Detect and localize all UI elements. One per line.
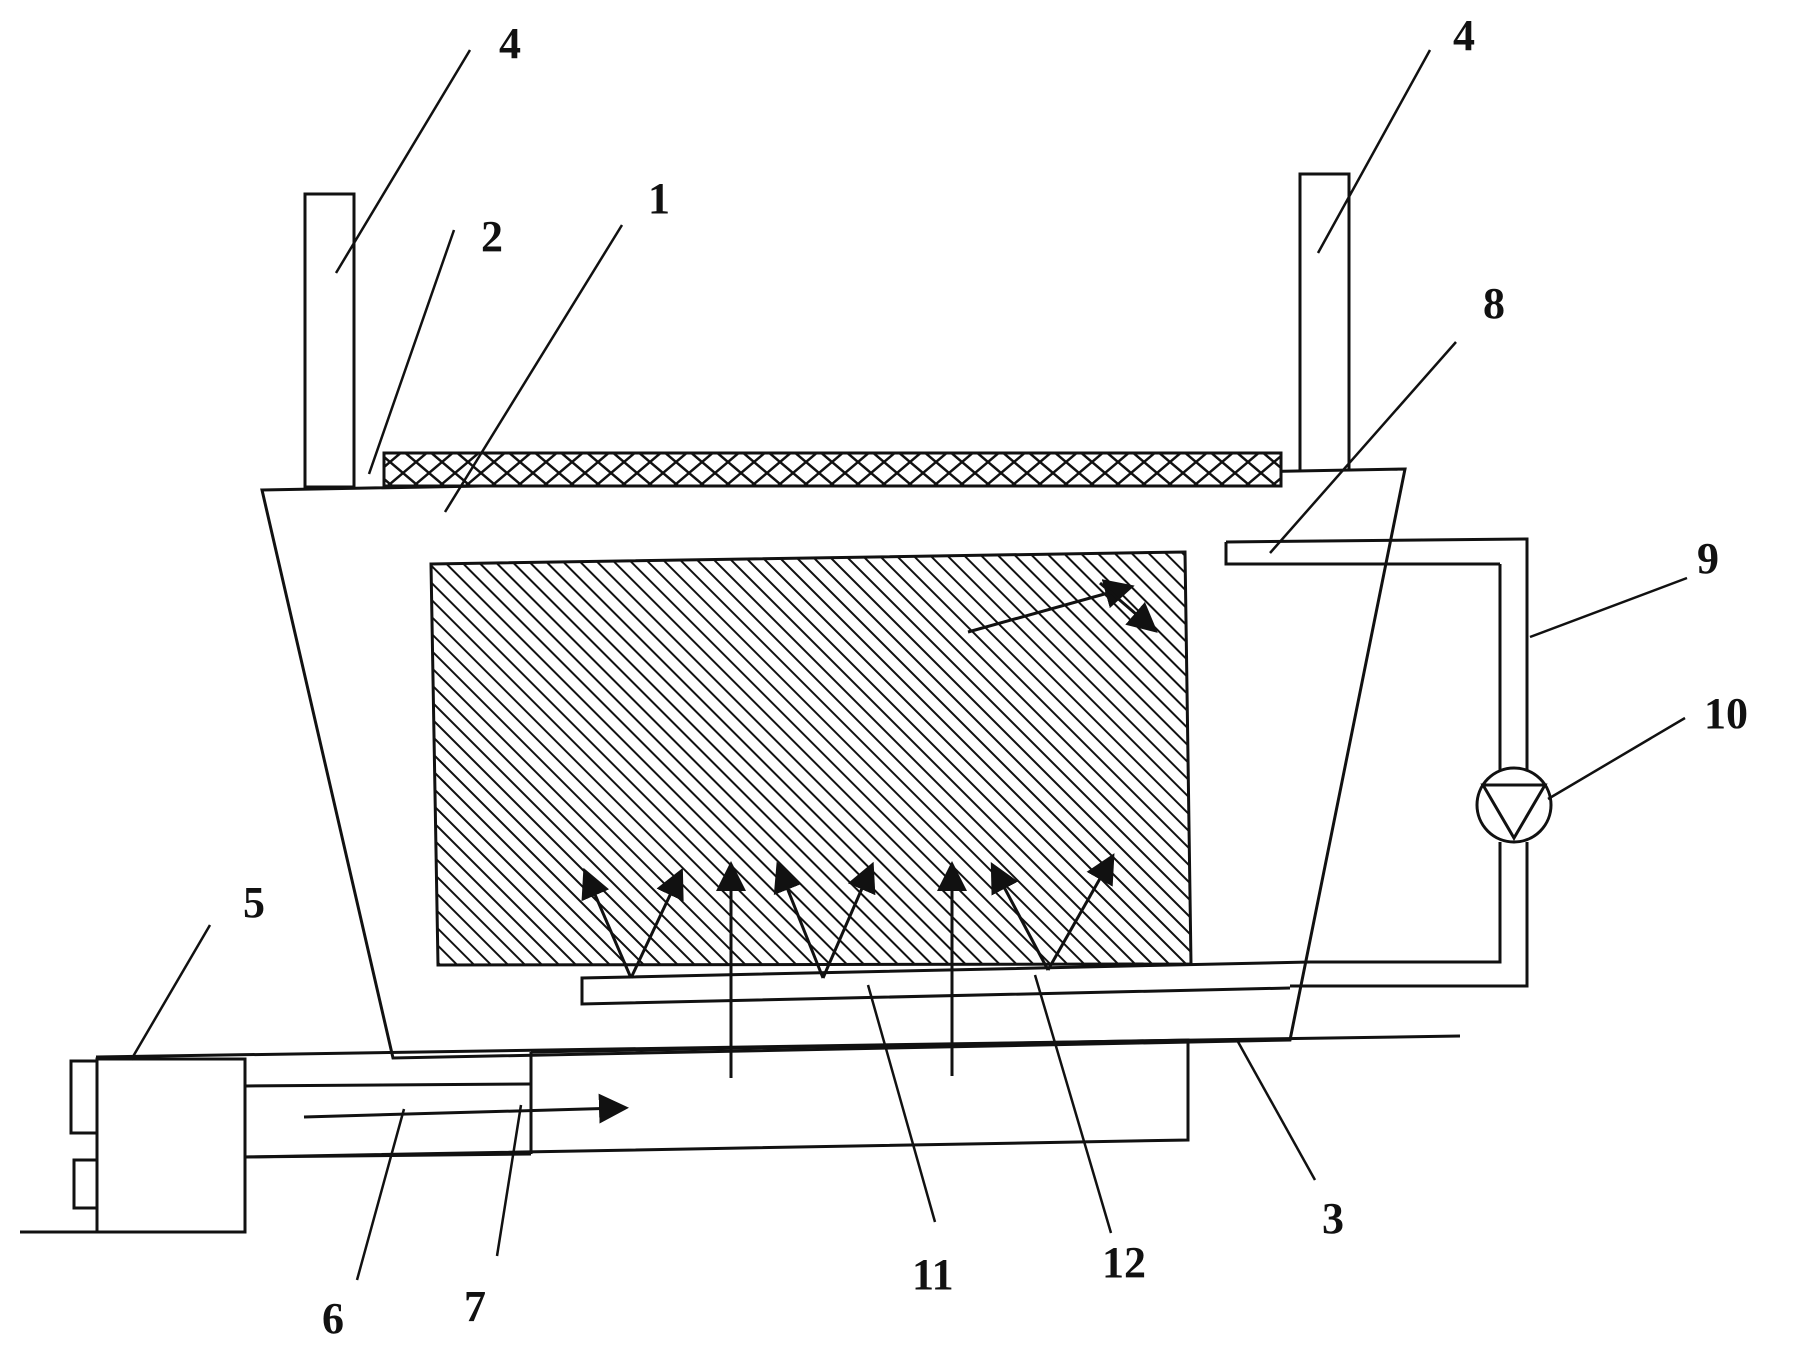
label-8: 8 — [1483, 279, 1505, 328]
return-pipe-inner — [1310, 842, 1502, 964]
label-10: 10 — [1704, 689, 1748, 738]
label-5: 5 — [243, 878, 265, 927]
return-pipe-outer — [1290, 842, 1529, 988]
label-3: 3 — [1322, 1194, 1344, 1243]
top-cover-strip — [382, 451, 1283, 488]
label-4-left: 4 — [499, 19, 521, 68]
hatched-core-block — [429, 550, 1193, 967]
pump-triangle — [1480, 783, 1548, 841]
label-1: 1 — [648, 174, 670, 223]
label-12: 12 — [1102, 1238, 1146, 1287]
inlet-pipe-nozzle — [1224, 542, 1500, 566]
lower-chamber — [243, 1038, 1190, 1159]
label-4-right: 4 — [1453, 11, 1475, 60]
heater-block — [95, 1057, 247, 1234]
distributor-pipe — [580, 960, 1311, 1006]
heater-connector-top — [69, 1059, 99, 1135]
right-post — [1298, 172, 1351, 476]
label-9: 9 — [1697, 534, 1719, 583]
label-7: 7 — [464, 1282, 486, 1331]
label-6: 6 — [322, 1294, 344, 1343]
pump-circle — [1475, 766, 1553, 844]
label-11: 11 — [912, 1250, 954, 1299]
heating-duct — [244, 1082, 532, 1159]
label-2: 2 — [481, 212, 503, 261]
heater-connector-bottom — [72, 1158, 99, 1210]
part-labels: 4 2 1 4 8 9 10 5 6 7 11 12 3 — [243, 11, 1748, 1343]
left-post — [303, 192, 356, 489]
leader-lines — [129, 49, 1688, 1281]
duct-flow-arrow — [303, 1093, 629, 1124]
recirculation-pipe-outer — [1225, 537, 1529, 800]
